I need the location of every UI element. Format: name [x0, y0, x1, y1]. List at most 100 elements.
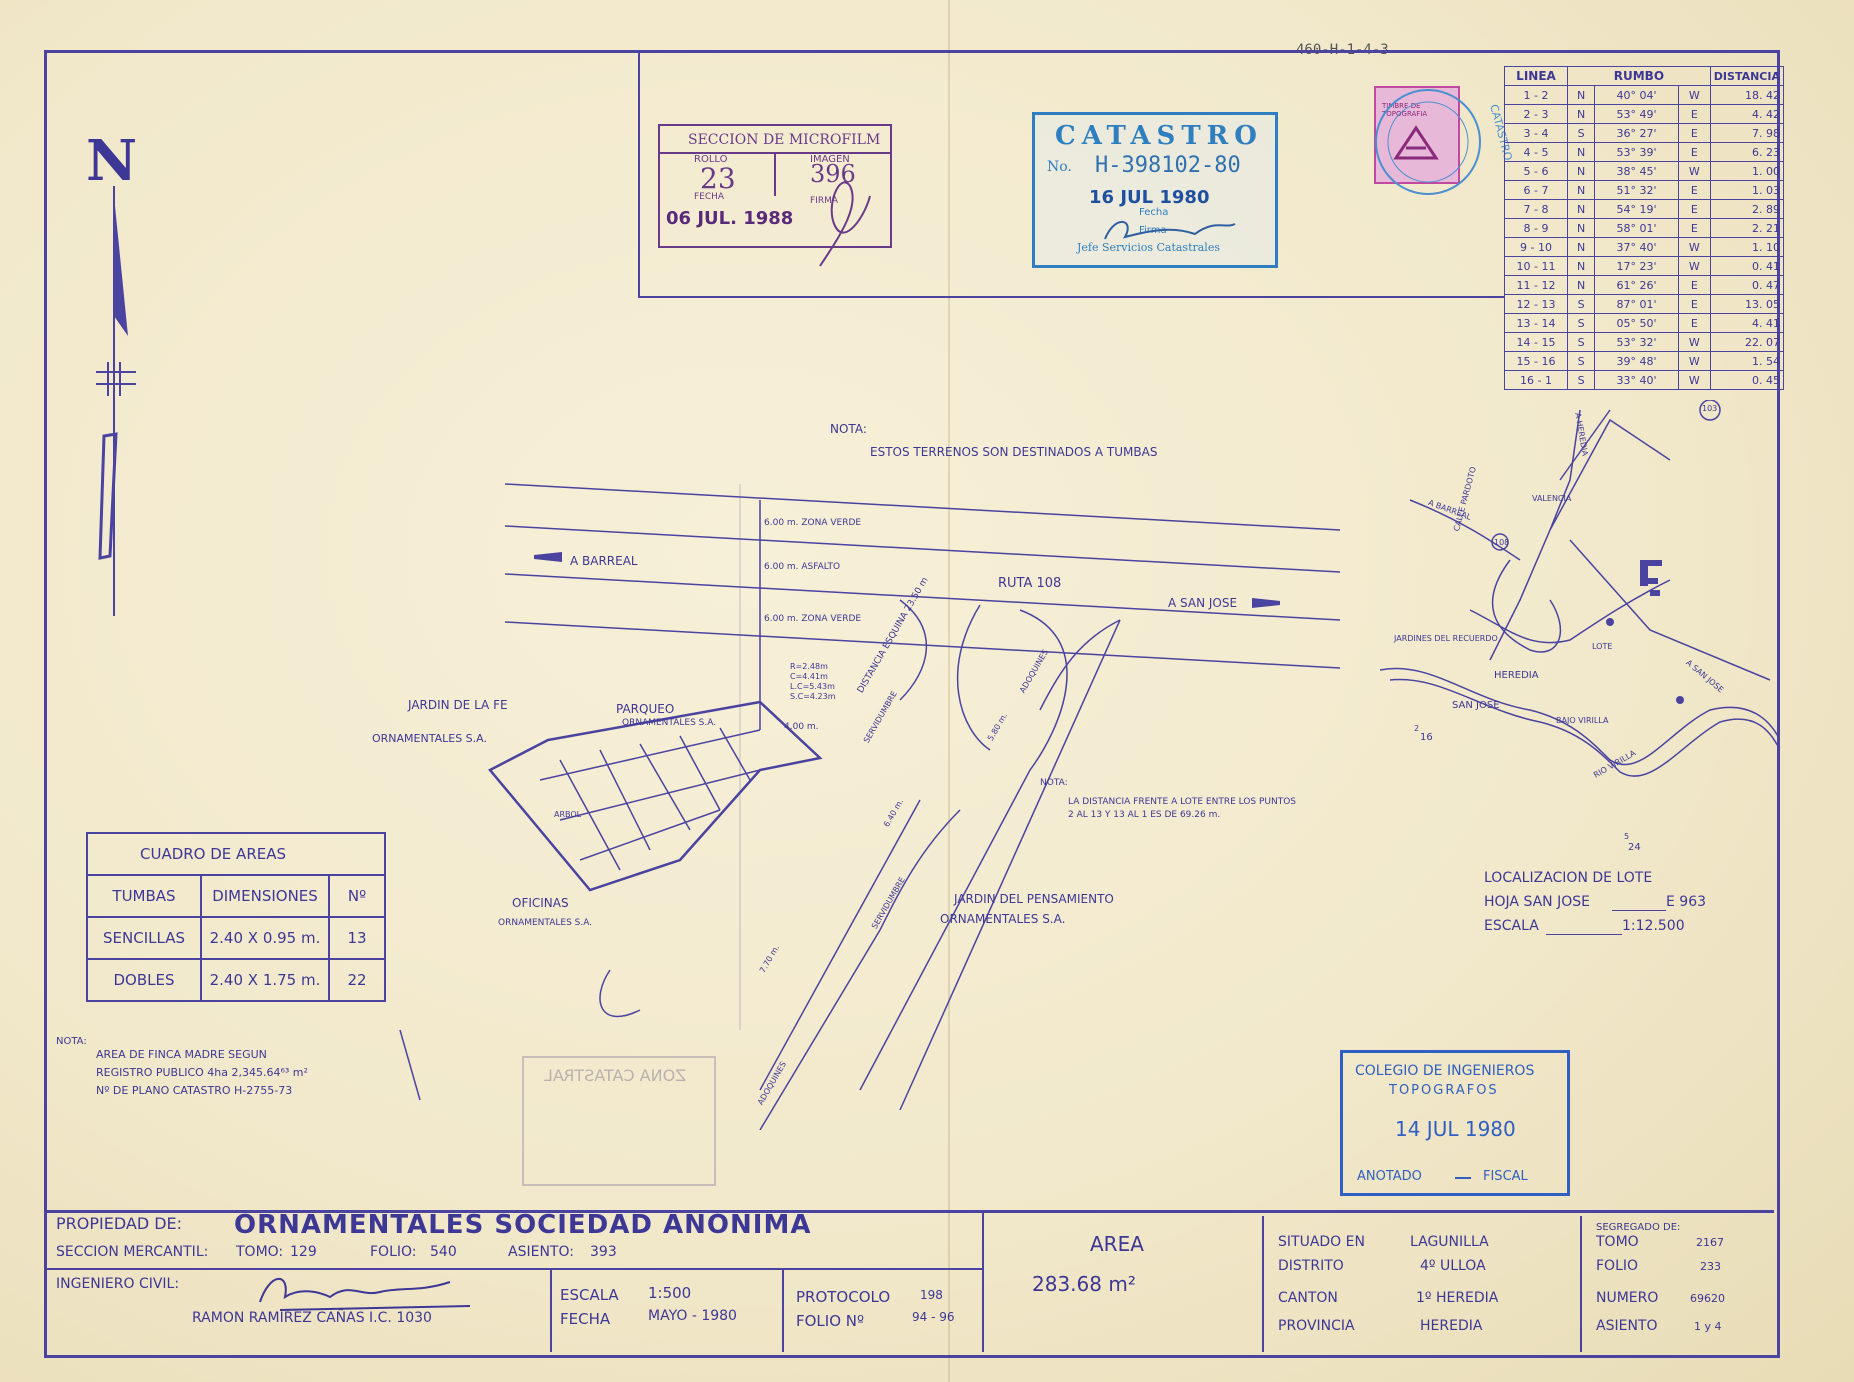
bearing-distance: 1. 54 — [1709, 351, 1785, 371]
bearing-line: 5 - 6 — [1504, 161, 1568, 181]
bearing-line: 1 - 2 — [1504, 85, 1568, 105]
loc-route-103: 103 — [1702, 404, 1718, 413]
protocolo-value: 198 — [920, 1288, 943, 1302]
bearing-angle: 58° 01' — [1594, 218, 1679, 238]
bearing-ew: W — [1677, 332, 1711, 352]
escala-label: ESCALA — [560, 1286, 619, 1304]
oficinas-label: OFICINAS — [512, 896, 569, 910]
site-plan-map — [399, 483, 1341, 1130]
area-label: AREA — [1090, 1232, 1144, 1256]
a-barreal-label: A BARREAL — [570, 554, 638, 568]
colegio-line2: TOPOGRAFOS — [1389, 1083, 1499, 1098]
bearing-ns: S — [1566, 294, 1596, 314]
bearing-angle: 61° 26' — [1594, 275, 1679, 295]
bearing-table-header: LINEA RUMBO DISTANCIA — [1504, 66, 1785, 86]
distrito-value: 4º ULLOA — [1420, 1258, 1486, 1274]
bearing-line: 4 - 5 — [1504, 142, 1568, 162]
bearing-ns: N — [1566, 85, 1596, 105]
asiento-value: 393 — [590, 1244, 617, 1260]
nota-bottom-label: NOTA: — [56, 1036, 87, 1047]
bearing-ns: S — [1566, 370, 1596, 390]
colegio-stamp: COLEGIO DE INGENIEROS TOPOGRAFOS 14 JUL … — [1340, 1050, 1570, 1196]
bearing-line: 12 - 13 — [1504, 294, 1568, 314]
bearing-ew: E — [1677, 142, 1711, 162]
jardin-fe-label: JARDIN DE LA FE — [408, 698, 508, 712]
bearing-ns: S — [1566, 313, 1596, 333]
area-value: 283.68 m² — [1032, 1272, 1136, 1296]
bearing-angle: 39° 48' — [1594, 351, 1679, 371]
localizacion-title: LOCALIZACION DE LOTE — [1484, 870, 1653, 886]
escala-value: 1:500 — [648, 1284, 692, 1302]
location-map — [1379, 400, 1780, 777]
bearing-ew: E — [1677, 104, 1711, 124]
catastro-stamp: CATASTRO No. H-398102-80 16 JUL 1980 Fec… — [1032, 112, 1278, 268]
bearing-ns: N — [1566, 218, 1596, 238]
nota-bottom-line1: AREA DE FINCA MADRE SEGUN — [96, 1048, 267, 1061]
title-block-vsep1 — [982, 1210, 984, 1352]
bearing-distance: 18. 42 — [1709, 85, 1785, 105]
bearing-distance: 0. 47 — [1709, 275, 1785, 295]
folio-n-label: FOLIO Nº — [796, 1312, 865, 1330]
protocolo-label: PROTOCOLO — [796, 1288, 891, 1306]
north-label: N — [86, 128, 138, 194]
zona-verde-top: 6.00 m. ZONA VERDE — [764, 518, 862, 528]
bearing-distance: 4. 42 — [1709, 104, 1785, 124]
revenue-stamp-emblem — [1393, 125, 1439, 160]
canton-label: CANTON — [1278, 1290, 1338, 1306]
drawing-border — [44, 50, 1780, 1358]
seg-tomo-value: 2167 — [1696, 1236, 1724, 1249]
hoja-rule — [1612, 910, 1666, 911]
colegio-dash — [1455, 1177, 1471, 1179]
bearing-distance: 2. 89 — [1709, 199, 1785, 219]
propiedad-label: PROPIEDAD DE: — [56, 1214, 183, 1233]
bearing-ew: E — [1677, 294, 1711, 314]
bearing-line: 10 - 11 — [1504, 256, 1568, 276]
bearing-distance: 7. 98 — [1709, 123, 1785, 143]
areas-title: CUADRO DE AREAS — [86, 832, 386, 876]
top-section-bottom — [638, 296, 1504, 298]
situado-label: SITUADO EN — [1278, 1234, 1365, 1250]
paper-fold — [948, 0, 950, 1382]
bearing-distance: 22. 07 — [1709, 332, 1785, 352]
col-linea: LINEA — [1504, 66, 1568, 86]
colegio-fiscal: FISCAL — [1483, 1169, 1528, 1184]
title-block-top — [44, 1210, 1774, 1213]
bearing-ns: S — [1566, 123, 1596, 143]
bearing-angle: 51° 32' — [1594, 180, 1679, 200]
bearing-distance: 13. 05 — [1709, 294, 1785, 314]
bearing-distance: 1. 03 — [1709, 180, 1785, 200]
bearing-ew: E — [1677, 123, 1711, 143]
asiento-label: ASIENTO: — [508, 1244, 574, 1260]
dim-4m-label: 4.00 m. — [784, 722, 819, 732]
folio-n-value: 94 - 96 — [912, 1310, 955, 1324]
seg-folio-label: FOLIO — [1596, 1258, 1639, 1274]
loc-coord-2: 2 — [1414, 724, 1420, 733]
colegio-line1: COLEGIO DE INGENIEROS — [1355, 1063, 1535, 1079]
bearing-line: 9 - 10 — [1504, 237, 1568, 257]
bearing-ns: S — [1566, 332, 1596, 352]
bearing-angle: 37° 40' — [1594, 237, 1679, 257]
bearing-line: 13 - 14 — [1504, 313, 1568, 333]
nota-top-text: ESTOS TERRENOS SON DESTINADOS A TUMBAS — [870, 445, 1158, 459]
loc-valencia: VALENCIA — [1532, 494, 1572, 503]
nota-top-label: NOTA: — [830, 422, 867, 436]
bearing-ns: N — [1566, 199, 1596, 219]
tomo-value: 129 — [290, 1244, 317, 1260]
colegio-date: 14 JUL 1980 — [1395, 1117, 1516, 1141]
fecha-title-value: MAYO - 1980 — [648, 1308, 737, 1324]
a-san-jose-label: A SAN JOSE — [1168, 596, 1238, 610]
parqueo-owner-label: ORNAMENTALES S.A. — [622, 718, 717, 728]
bearing-distance: 0. 41 — [1709, 256, 1785, 276]
catastro-signature — [1104, 220, 1236, 240]
provincia-value: HEREDIA — [1420, 1318, 1483, 1334]
seg-asiento-value: 1 y 4 — [1694, 1320, 1722, 1333]
